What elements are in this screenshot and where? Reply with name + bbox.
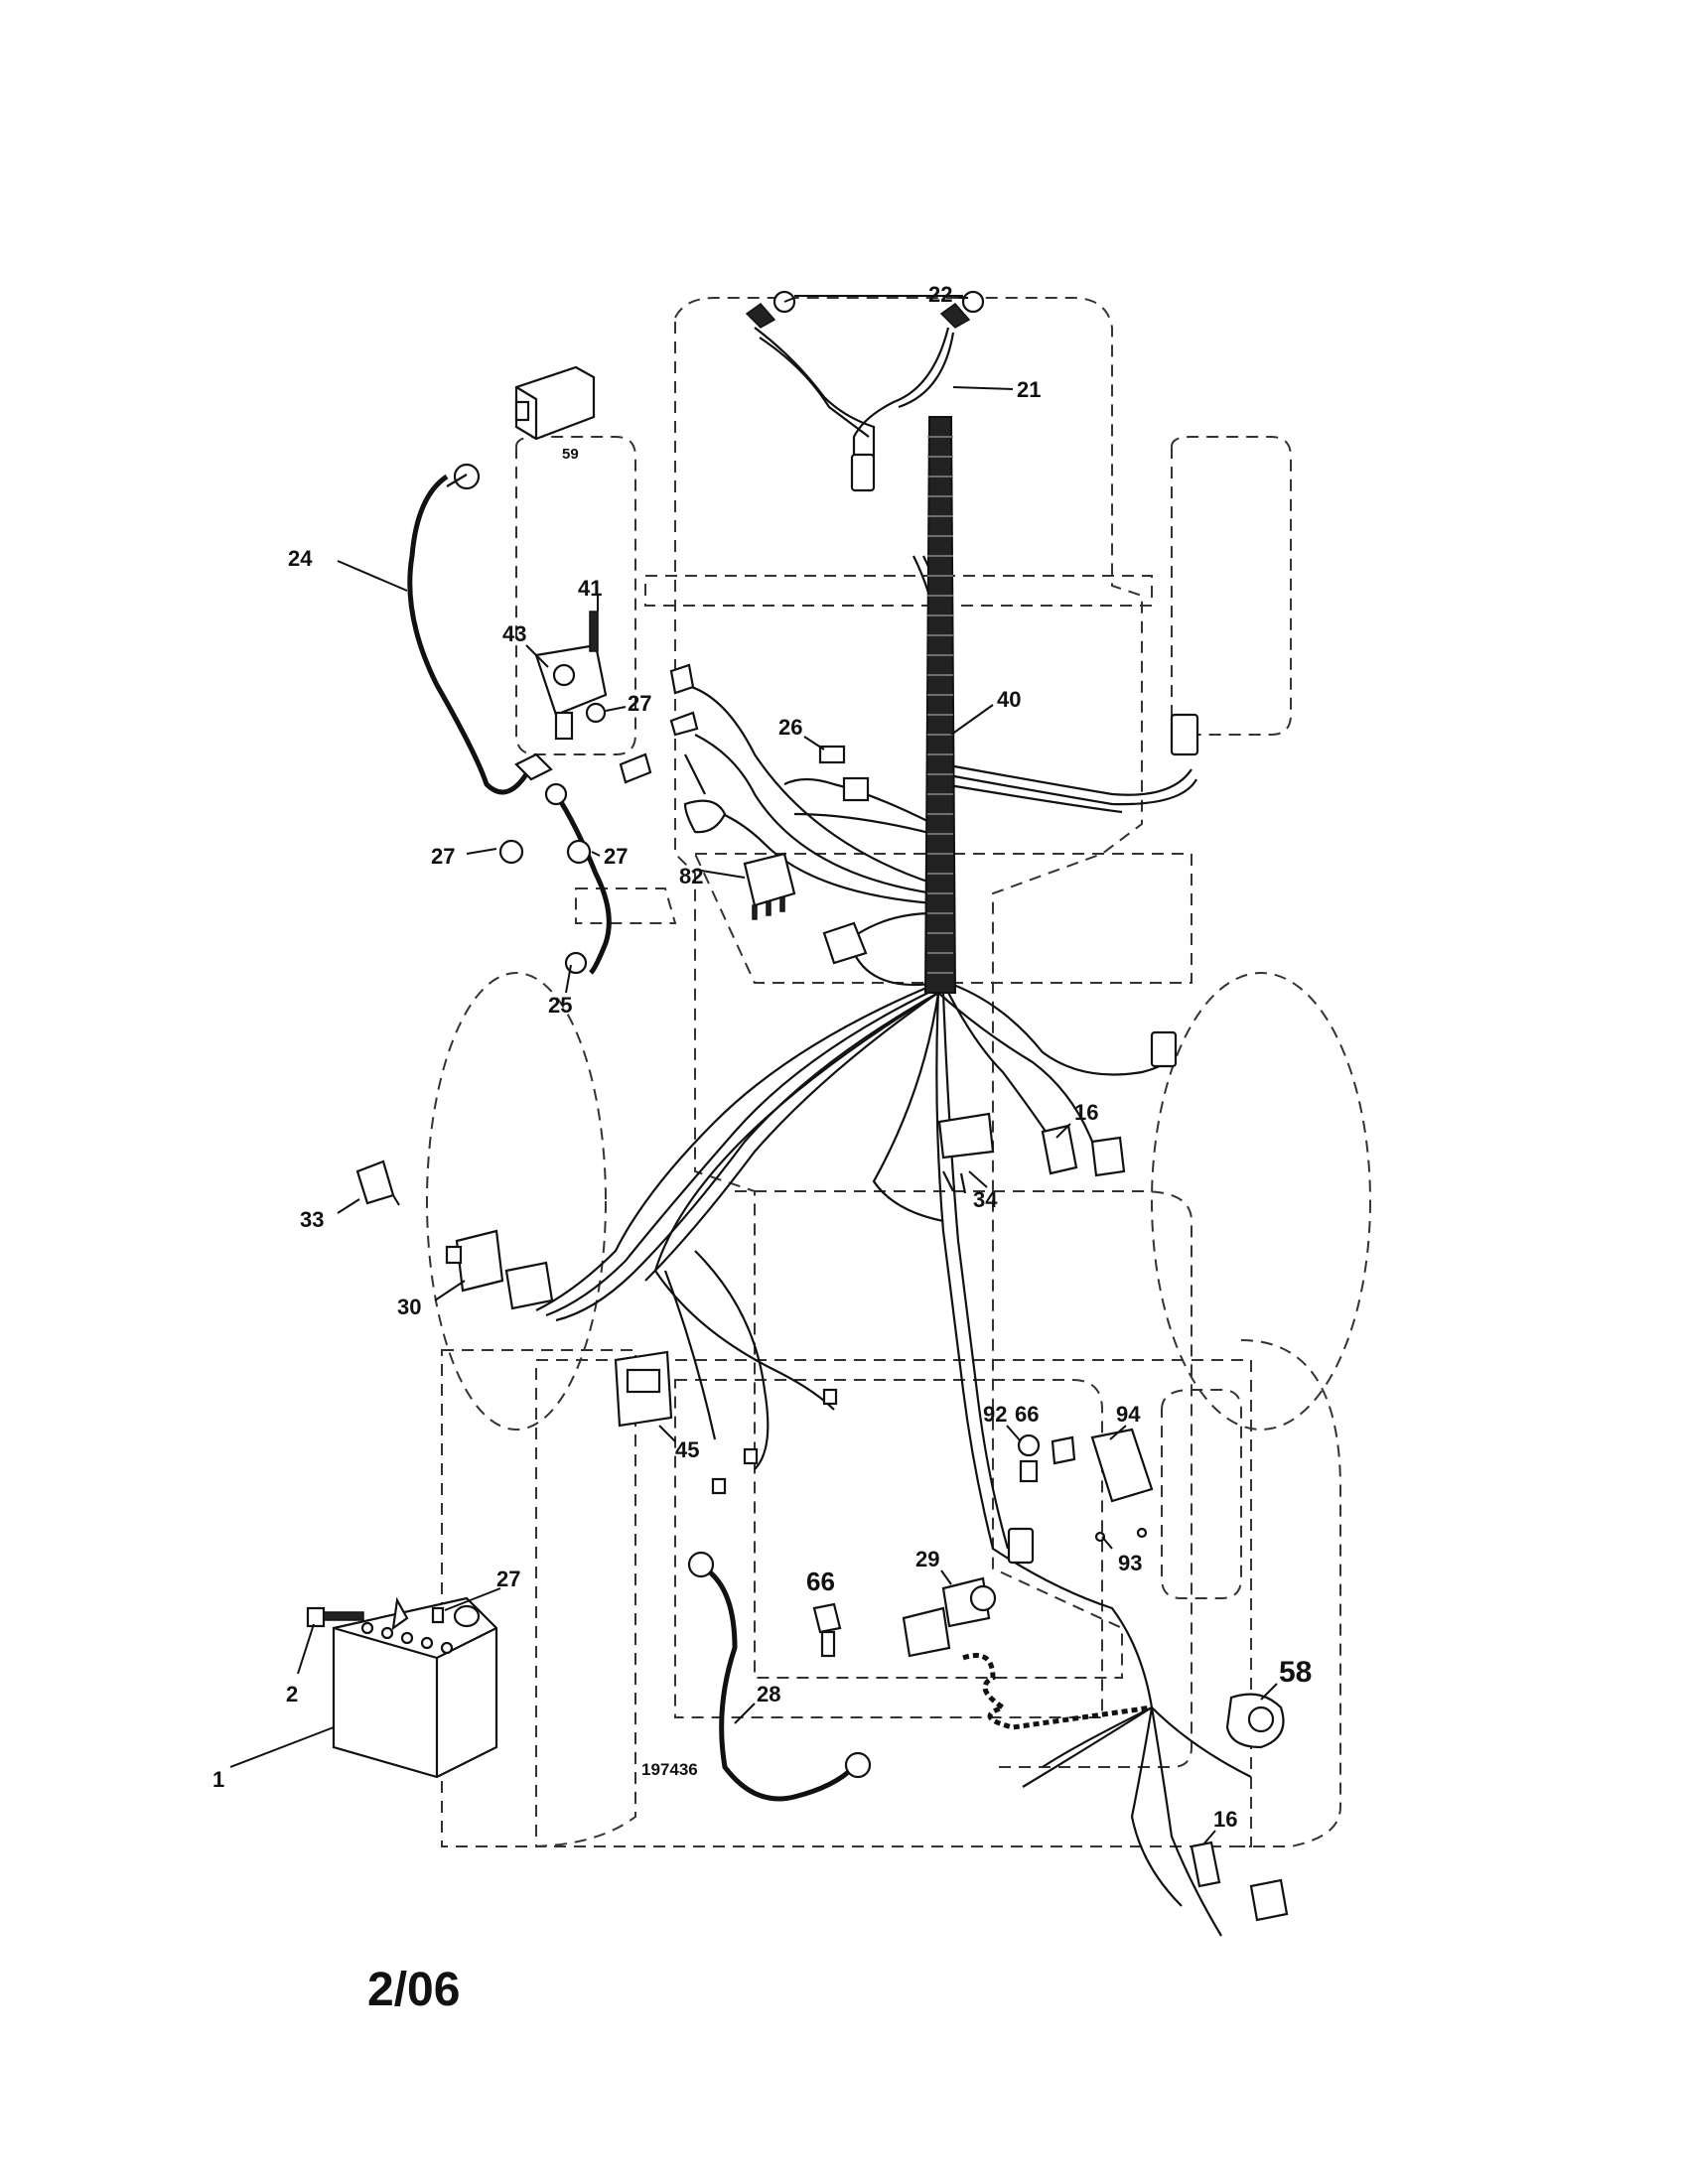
callout-29: 29 <box>915 1547 939 1571</box>
leader-lines <box>229 295 1278 1845</box>
callout-58: 58 <box>1279 1656 1312 1689</box>
callout-16-a: 16 <box>1074 1100 1098 1125</box>
pto-panel <box>1161 1389 1242 1599</box>
callout-24: 24 <box>288 546 313 571</box>
connector-16-lower <box>1190 1841 1289 1922</box>
callout-1: 1 <box>212 1767 224 1792</box>
relay-82 <box>743 852 796 920</box>
cable-25 <box>544 782 612 975</box>
battery-1 <box>332 1596 498 1779</box>
callout-2: 2 <box>286 1682 298 1706</box>
callout-45: 45 <box>675 1437 699 1462</box>
callout-92: 92 <box>983 1402 1007 1427</box>
callout-25: 25 <box>548 993 572 1018</box>
callouts: 22 21 59 24 41 43 27 27 27 40 26 82 25 1… <box>212 282 1312 1832</box>
callout-93: 93 <box>1118 1551 1142 1575</box>
upper-connectors <box>669 663 727 834</box>
part-59-module <box>514 365 596 441</box>
callout-66-a: 66 <box>1015 1402 1039 1427</box>
terminals-27 <box>498 752 652 865</box>
drawing-number: 197436 <box>641 1760 698 1779</box>
callout-43: 43 <box>502 621 526 646</box>
bolt-2 <box>306 1596 445 1631</box>
callout-27-b: 27 <box>431 844 455 869</box>
horn-58 <box>1225 1693 1285 1749</box>
callout-27-c: 27 <box>604 844 628 869</box>
callout-26: 26 <box>778 715 802 740</box>
solenoid-43 <box>534 611 608 741</box>
callout-66-b: 66 <box>806 1567 835 1596</box>
cable-24 <box>407 463 529 795</box>
part-33 <box>355 1160 400 1206</box>
ignition-switch-30 <box>445 1229 554 1310</box>
callout-22: 22 <box>928 282 952 307</box>
part-26 <box>818 745 870 802</box>
terminals-45 <box>711 1388 838 1495</box>
callout-16-b: 16 <box>1213 1807 1237 1832</box>
switch-34 <box>937 1112 995 1194</box>
callout-27-a: 27 <box>628 691 651 716</box>
callout-40: 40 <box>997 687 1021 712</box>
cable-28 <box>687 1551 872 1802</box>
callout-21: 21 <box>1017 377 1041 402</box>
mid-connector <box>822 921 868 965</box>
callout-33: 33 <box>300 1207 324 1232</box>
callout-28: 28 <box>757 1682 780 1706</box>
connector-16-upper <box>1041 1124 1126 1177</box>
callout-27-d: 27 <box>496 1567 520 1591</box>
date-code: 2/06 <box>367 1964 460 2016</box>
callout-94: 94 <box>1116 1402 1141 1427</box>
callout-59: 59 <box>562 446 579 463</box>
right-connector <box>1150 713 1199 1068</box>
coiled-cable <box>962 1653 1153 1730</box>
tractor-outline <box>426 297 1371 1847</box>
switch-cluster-94 <box>1007 1428 1154 1565</box>
callout-34: 34 <box>973 1187 998 1212</box>
callout-41: 41 <box>578 576 602 601</box>
harness-loom <box>923 416 957 994</box>
callout-82: 82 <box>679 864 703 888</box>
part-29 <box>902 1576 997 1658</box>
module-45 <box>614 1350 673 1428</box>
callout-30: 30 <box>397 1295 421 1319</box>
screw-66 <box>812 1602 842 1658</box>
